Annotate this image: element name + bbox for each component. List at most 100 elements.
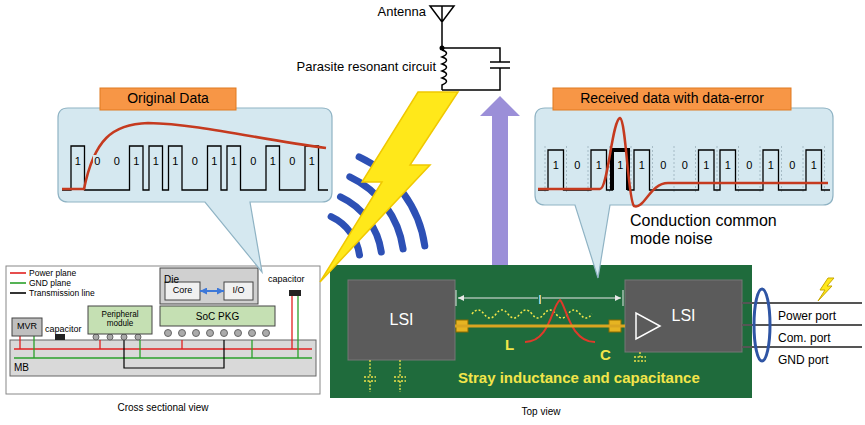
- box-label: Peripheral module: [88, 311, 152, 329]
- gnd-plane: [14, 357, 312, 359]
- chip-label: LSI: [669, 307, 697, 325]
- grid-line: [566, 146, 567, 194]
- chip-label: LSI: [387, 311, 415, 329]
- bit-digit: 1: [210, 155, 218, 168]
- bit-digit: 1: [171, 155, 179, 168]
- bit-digit-holder: 1: [595, 155, 603, 173]
- grid-line: [674, 146, 675, 194]
- bit-digit-holder: 1: [702, 155, 710, 173]
- bit-digit-holder: 1: [616, 155, 624, 173]
- bit-digit: 1: [269, 155, 277, 168]
- bit-digit: 1: [702, 159, 710, 172]
- buffer-symbol: [636, 313, 660, 339]
- bit-digit-holder: 0: [249, 151, 257, 169]
- legend-entry: Transmission line: [10, 289, 95, 298]
- data-waveform: [62, 146, 328, 190]
- chip-fill: [348, 280, 455, 360]
- interference-bolt: [320, 92, 458, 282]
- connector: [200, 290, 224, 292]
- grid-line: [695, 146, 696, 194]
- radiation-arrow: [480, 96, 520, 265]
- bit-digit: 1: [616, 159, 624, 172]
- legend-entry: Power plane: [10, 269, 76, 278]
- gnd-vias: [34, 296, 298, 358]
- legend-line-sample: [10, 280, 26, 286]
- grid-line: [803, 146, 804, 194]
- view-caption-holder: Top view: [330, 401, 752, 419]
- die-box: DieCoreI/O: [160, 268, 258, 304]
- antenna-label: Antenna: [378, 5, 426, 20]
- capacitor-symbol: [55, 334, 65, 340]
- bit-digit-holder: 1: [171, 151, 179, 169]
- bit-digit-holder: 0: [681, 155, 689, 173]
- bit-digit: 1: [767, 159, 775, 172]
- io-fill: [224, 282, 253, 300]
- regulator-fill: [12, 318, 42, 336]
- power-plane: [14, 348, 312, 350]
- tag-text: Original Data: [125, 91, 211, 106]
- bit-digit-holder: 1: [724, 155, 732, 173]
- die-fill: [160, 268, 258, 304]
- bit-digit: 0: [659, 159, 667, 172]
- noise-spike: [525, 300, 595, 342]
- bit-digit: 0: [113, 155, 121, 168]
- capacitor-symbol: [442, 48, 510, 90]
- port-label-holder: GND port: [778, 350, 829, 368]
- part-label: capacitor: [268, 274, 305, 284]
- chip-box: LSI: [625, 280, 742, 352]
- board-label: MB: [13, 362, 30, 373]
- bit-digit-holder: 0: [573, 155, 581, 173]
- bit-digit-holder: 1: [638, 155, 646, 173]
- bit-digit: 1: [552, 159, 560, 172]
- title-tag: Original Data: [100, 88, 236, 110]
- port-label: GND port: [778, 354, 829, 368]
- bit-digit-holder: 1: [74, 151, 82, 169]
- bit-digit: 0: [93, 155, 101, 168]
- box-label: I/O: [230, 286, 246, 296]
- title-tag: Received data with data-error: [553, 88, 791, 110]
- tag-text: Received data with data-error: [578, 91, 766, 106]
- part-label: capacitor: [45, 324, 82, 334]
- connector: [455, 325, 625, 328]
- capacitance-label-holder: C: [600, 346, 611, 364]
- callout-bubble: [535, 108, 833, 278]
- inductance-label: L: [505, 336, 514, 353]
- bit-digit: 0: [788, 159, 796, 172]
- stray-label: Stray inductance and capacitance: [458, 369, 700, 386]
- antenna-label-holder: Antenna: [378, 2, 426, 20]
- bit-digit: 1: [810, 159, 818, 172]
- bit-digit-holder: 1: [210, 151, 218, 169]
- io-box: I/O: [224, 282, 253, 300]
- legend-text: GND plane: [29, 279, 71, 288]
- legend-line-sample: [10, 290, 26, 296]
- part-label-holder: capacitor: [268, 268, 305, 286]
- bit-digit: 0: [191, 155, 199, 168]
- port-label-holder: Com. port: [778, 328, 831, 346]
- legend-text: Power plane: [29, 269, 76, 278]
- bit-digit: 0: [745, 159, 753, 172]
- panel-frame: [6, 266, 320, 394]
- bit-digit: 0: [681, 159, 689, 172]
- circuit-label: Parasite resonant circuit: [297, 60, 436, 75]
- grid-line: [717, 146, 718, 194]
- bit-digit: 1: [132, 155, 140, 168]
- bit-digit-holder: 1: [552, 155, 560, 173]
- noise-waveform: [538, 118, 828, 206]
- package-fill: [160, 306, 275, 326]
- view-caption: Cross sectional view: [116, 402, 209, 413]
- bit-digit: 1: [724, 159, 732, 172]
- bit-digit: 1: [74, 155, 82, 168]
- capacitance-label: C: [600, 346, 611, 363]
- grid-line: [738, 146, 739, 194]
- package-box: SoC PKG: [160, 306, 275, 326]
- board-box: MB: [10, 340, 316, 376]
- antenna-symbol: [430, 6, 454, 48]
- bit-digit-holder: 0: [659, 155, 667, 173]
- length-label: l: [538, 293, 543, 308]
- bit-digit: 1: [595, 159, 603, 172]
- part-label-holder: capacitor: [45, 318, 82, 336]
- bit-digit-holder: 1: [767, 155, 775, 173]
- inductance-label-holder: L: [505, 336, 514, 354]
- callout-bubble: [58, 108, 332, 272]
- bit-grid: [545, 146, 825, 194]
